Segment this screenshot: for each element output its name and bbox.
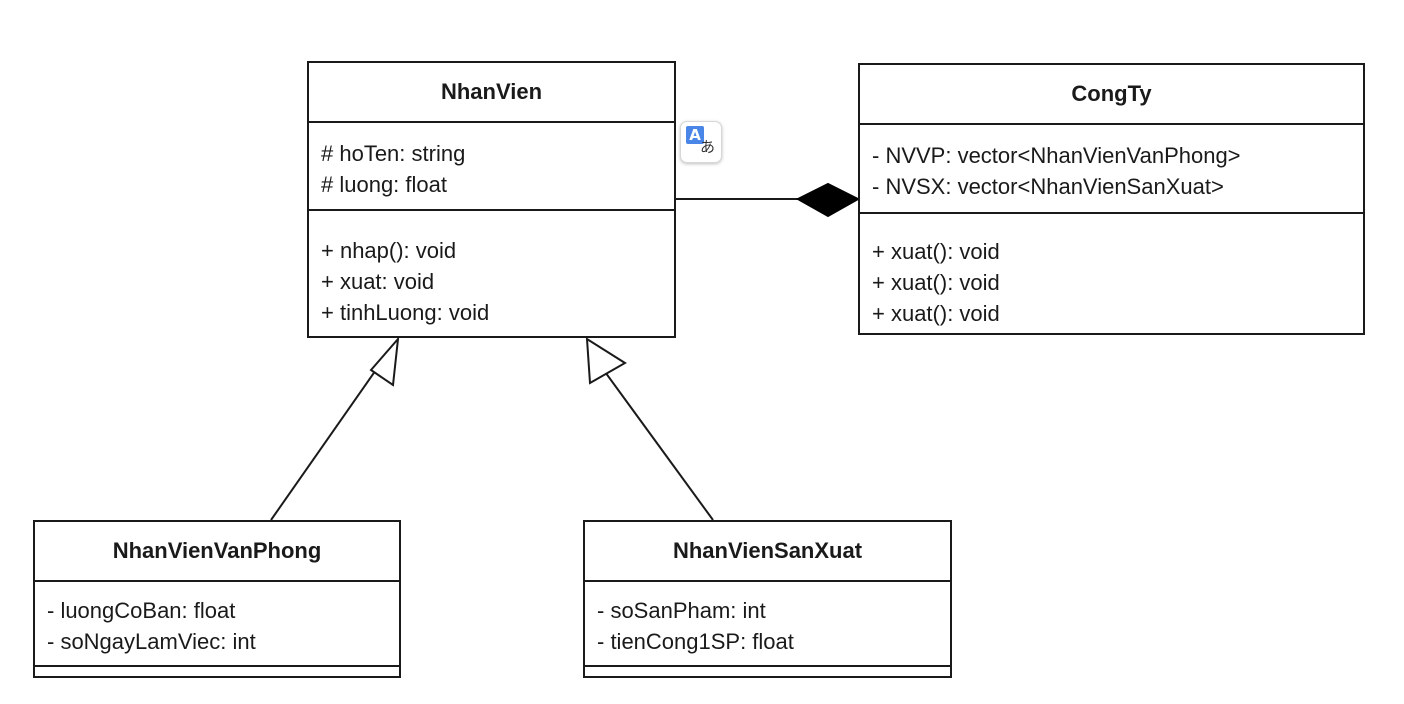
class-name: CongTy (860, 65, 1363, 125)
attribute: - NVSX: vector<NhanVienSanXuat> (872, 174, 1224, 199)
composition-diamond (795, 182, 861, 218)
attribute: - soSanPham: int (597, 598, 766, 623)
method: + xuat(): void (872, 301, 1000, 326)
method: + xuat(): void (872, 270, 1000, 295)
attributes-section: - soSanPham: int - tienCong1SP: float (585, 582, 950, 667)
method: + nhap(): void (321, 238, 457, 263)
inheritance-line-nvvp (270, 356, 386, 521)
inheritance-arrowhead-nvsx (585, 337, 627, 385)
attributes-section: - NVVP: vector<NhanVienVanPhong> - NVSX:… (860, 125, 1363, 214)
attribute: - tienCong1SP: float (597, 629, 794, 654)
methods-section: + nhap(): void + xuat: void + tinhLuong:… (309, 211, 674, 328)
class-name: NhanVien (309, 63, 674, 123)
translate-icon[interactable]: A あ (680, 121, 722, 163)
class-nhanvien[interactable]: NhanVien # hoTen: string # luong: float … (307, 61, 676, 338)
class-name: NhanVienSanXuat (585, 522, 950, 582)
attribute: # hoTen: string (321, 141, 466, 166)
inheritance-arrowhead-nvvp (369, 335, 400, 387)
class-nhanviensanxuat[interactable]: NhanVienSanXuat - soSanPham: int - tienC… (583, 520, 952, 678)
inheritance-line-nvsx (599, 364, 714, 521)
attributes-section: - luongCoBan: float - soNgayLamViec: int (35, 582, 399, 667)
method: + tinhLuong: void (321, 300, 490, 325)
class-nhanvienvanphong[interactable]: NhanVienVanPhong - luongCoBan: float - s… (33, 520, 401, 678)
translate-kana-glyph: あ (700, 138, 716, 156)
method: + xuat: void (321, 269, 435, 294)
attribute: - luongCoBan: float (47, 598, 236, 623)
attributes-section: # hoTen: string # luong: float (309, 123, 674, 211)
attribute: - soNgayLamViec: int (47, 629, 256, 654)
methods-section: + xuat(): void + xuat(): void + xuat(): … (860, 214, 1363, 329)
attribute: - NVVP: vector<NhanVienVanPhong> (872, 143, 1241, 168)
translate-latin-glyph: A (686, 126, 704, 144)
attribute: # luong: float (321, 172, 447, 197)
method: + xuat(): void (872, 239, 1000, 264)
class-congty[interactable]: CongTy - NVVP: vector<NhanVienVanPhong> … (858, 63, 1365, 335)
class-name: NhanVienVanPhong (35, 522, 399, 582)
